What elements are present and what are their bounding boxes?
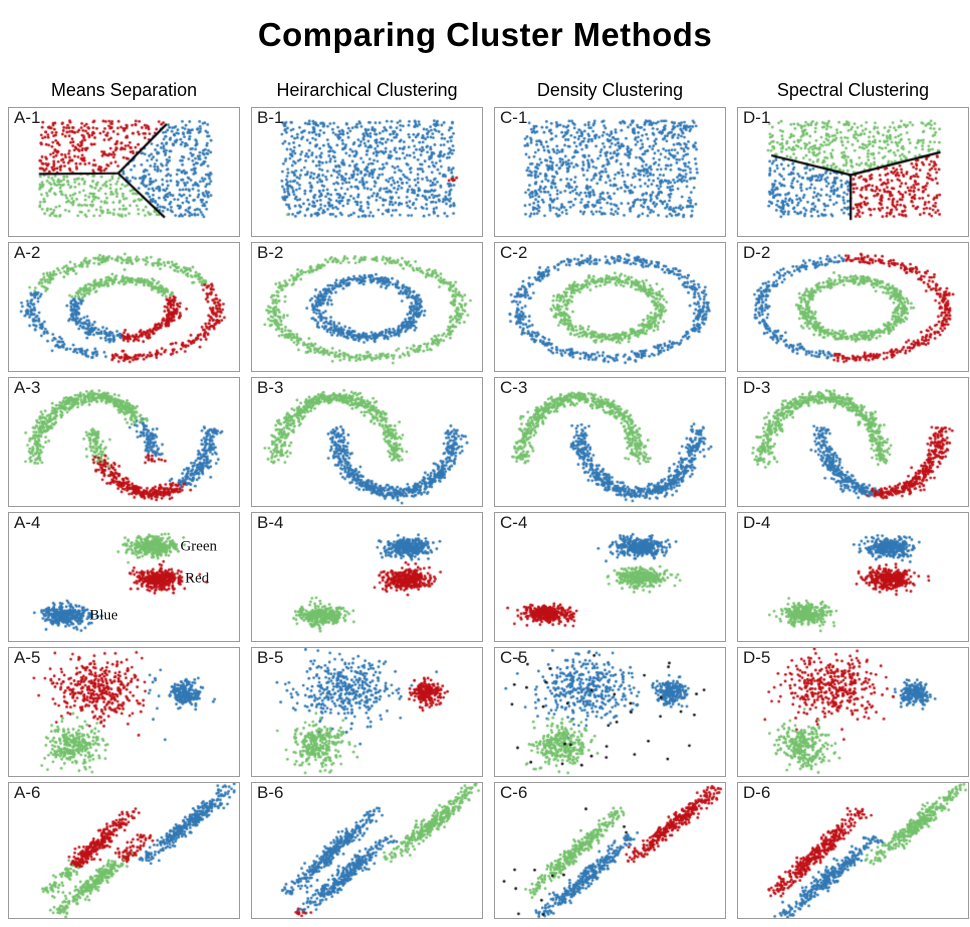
panel-B-1: B-1 bbox=[251, 107, 483, 237]
panel-D-1: D-1 bbox=[737, 107, 969, 237]
panel-label: D-5 bbox=[743, 648, 771, 667]
column-header-means-separation: Means Separation bbox=[50, 80, 198, 100]
panel-label: A-4 bbox=[14, 513, 41, 532]
panel-B-3: B-3 bbox=[251, 377, 483, 507]
panel-C-3: C-3 bbox=[494, 377, 726, 507]
column-header-hierarchical-clustering: Heirarchical Clustering bbox=[276, 80, 458, 100]
panel-label: A-1 bbox=[14, 108, 41, 127]
panel-label: B-1 bbox=[257, 108, 284, 127]
panel-label: B-3 bbox=[257, 378, 284, 397]
cluster-annotation-blue: Blue bbox=[89, 607, 118, 624]
figure-title: Comparing Cluster Methods bbox=[257, 16, 713, 53]
panel-A-2: A-2 bbox=[8, 242, 240, 372]
scatter-plot-B-5 bbox=[252, 648, 482, 776]
column-header-spectral-clustering: Spectral Clustering bbox=[776, 80, 930, 100]
scatter-plot-C-1 bbox=[495, 108, 725, 236]
column-header-density-clustering: Density Clustering bbox=[536, 80, 684, 100]
scatter-plot-D-1 bbox=[738, 108, 968, 236]
scatter-plot-B-2 bbox=[252, 243, 482, 371]
panel-D-2: D-2 bbox=[737, 242, 969, 372]
scatter-plot-C-4 bbox=[495, 513, 725, 641]
panel-label: A-3 bbox=[14, 378, 41, 397]
panel-D-3: D-3 bbox=[737, 377, 969, 507]
panel-label: C-2 bbox=[500, 243, 528, 262]
panel-C-4: C-4 bbox=[494, 512, 726, 642]
panel-B-2: B-2 bbox=[251, 242, 483, 372]
scatter-plot-B-4 bbox=[252, 513, 482, 641]
scatter-plot-A-6 bbox=[9, 783, 239, 918]
panel-label: D-6 bbox=[743, 783, 771, 802]
scatter-plot-A-2 bbox=[9, 243, 239, 371]
panel-label: A-6 bbox=[14, 783, 41, 802]
panel-B-5: B-5 bbox=[251, 647, 483, 777]
panel-label: B-4 bbox=[257, 513, 284, 532]
panel-C-5: C-5 bbox=[494, 647, 726, 777]
scatter-plot-A-5 bbox=[9, 648, 239, 776]
scatter-plot-A-3 bbox=[9, 378, 239, 506]
panel-label: B-5 bbox=[257, 648, 284, 667]
panel-label: B-2 bbox=[257, 243, 284, 262]
cluster-annotation-red: Red bbox=[184, 570, 210, 587]
scatter-plot-D-2 bbox=[738, 243, 968, 371]
panel-B-6: B-6 bbox=[251, 782, 483, 919]
column-headers: Means Separation Heirarchical Clustering… bbox=[8, 80, 969, 101]
panel-label: D-3 bbox=[743, 378, 771, 397]
panel-D-5: D-5 bbox=[737, 647, 969, 777]
panel-label: C-6 bbox=[500, 783, 528, 802]
panel-A-6: A-6 bbox=[8, 782, 240, 919]
scatter-plot-D-3 bbox=[738, 378, 968, 506]
panel-label: C-1 bbox=[500, 108, 528, 127]
scatter-plot-D-6 bbox=[738, 783, 968, 918]
panel-label: D-2 bbox=[743, 243, 771, 262]
scatter-plot-C-6 bbox=[495, 783, 725, 918]
scatter-plot-C-5 bbox=[495, 648, 725, 776]
panel-A-1: A-1 bbox=[8, 107, 240, 237]
panel-C-6: C-6 bbox=[494, 782, 726, 919]
cluster-annotation-green: Green bbox=[180, 538, 217, 555]
panel-label: C-5 bbox=[500, 648, 528, 667]
scatter-plot-B-1 bbox=[252, 108, 482, 236]
panel-C-2: C-2 bbox=[494, 242, 726, 372]
panel-D-4: D-4 bbox=[737, 512, 969, 642]
panel-label: C-4 bbox=[500, 513, 528, 532]
scatter-plot-B-3 bbox=[252, 378, 482, 506]
panel-label: A-2 bbox=[14, 243, 41, 262]
scatter-plot-D-4 bbox=[738, 513, 968, 641]
scatter-plot-A-1 bbox=[9, 108, 239, 236]
panel-label: B-6 bbox=[257, 783, 284, 802]
panel-label: D-1 bbox=[743, 108, 771, 127]
panel-B-4: B-4 bbox=[251, 512, 483, 642]
scatter-plot-C-3 bbox=[495, 378, 725, 506]
panel-A-5: A-5 bbox=[8, 647, 240, 777]
panel-grid: A-1 B-1 C-1 D-1 A-2 B-2 C-2 D-2 A-3 B-3 … bbox=[8, 107, 969, 919]
scatter-plot-C-2 bbox=[495, 243, 725, 371]
panel-A-3: A-3 bbox=[8, 377, 240, 507]
panel-label: C-3 bbox=[500, 378, 528, 397]
scatter-plot-D-5 bbox=[738, 648, 968, 776]
panel-C-1: C-1 bbox=[494, 107, 726, 237]
panel-label: A-5 bbox=[14, 648, 41, 667]
panel-D-6: D-6 bbox=[737, 782, 969, 919]
panel-label: D-4 bbox=[743, 513, 771, 532]
scatter-plot-A-4 bbox=[9, 513, 239, 641]
scatter-plot-B-6 bbox=[252, 783, 482, 918]
